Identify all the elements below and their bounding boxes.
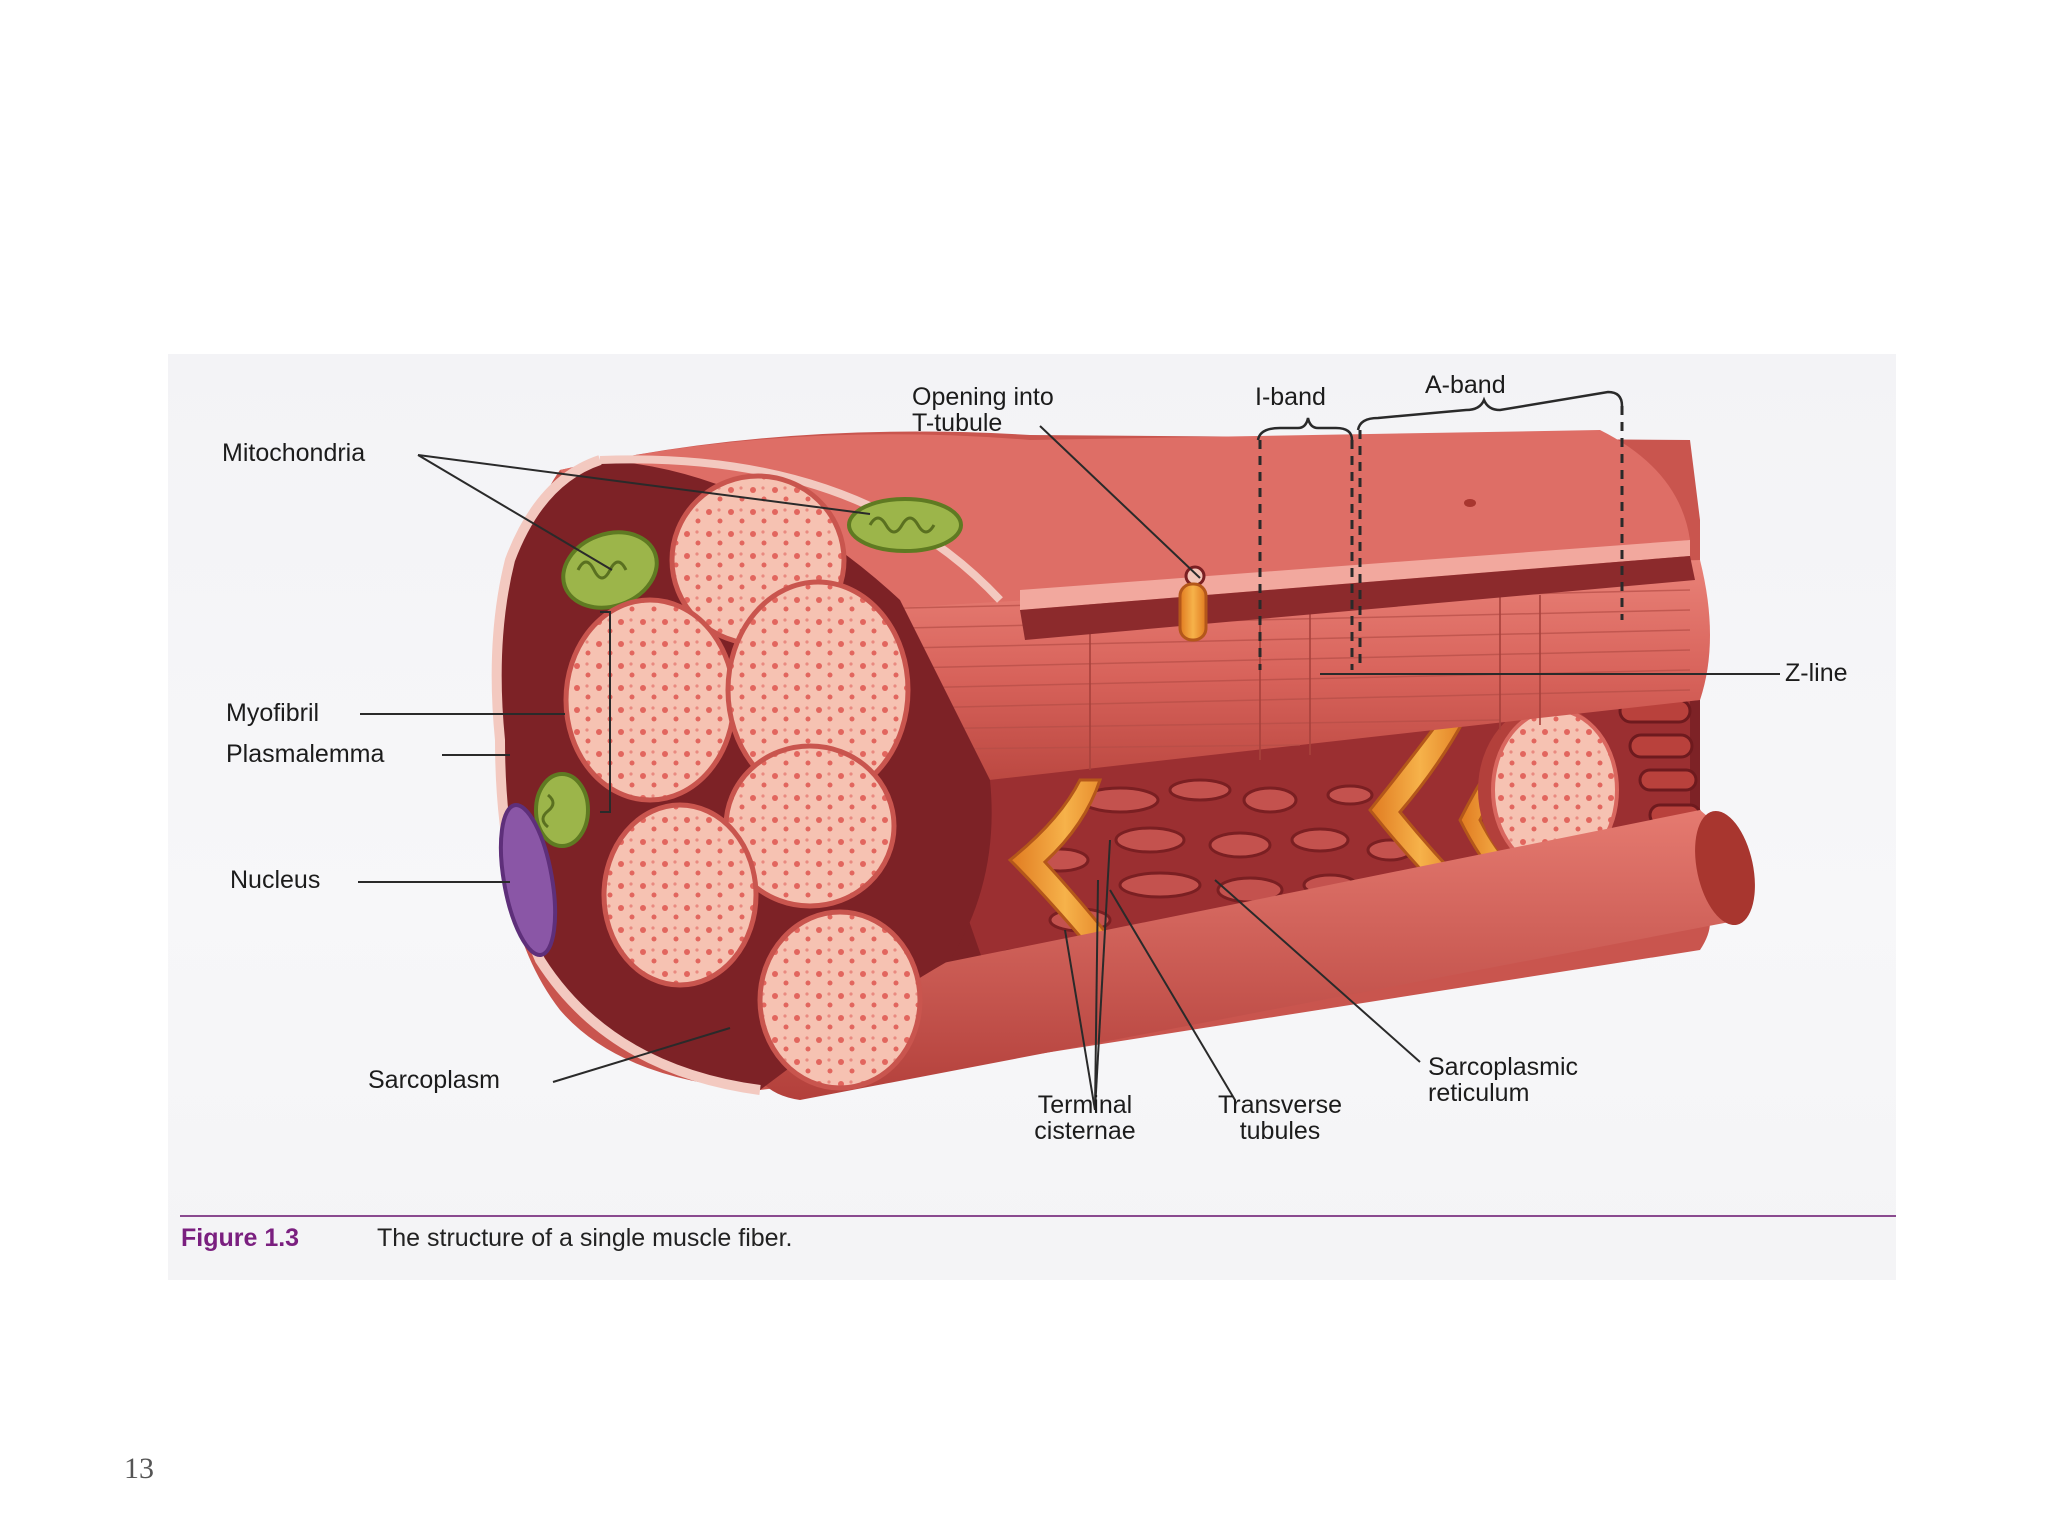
label-opening-into-t-tubule-line2: T-tubule — [912, 409, 1003, 437]
myofibril-cross-sections — [563, 473, 923, 1091]
label-opening-into-t-tubule-line1: Opening into — [912, 383, 1054, 411]
label-sarcoplasm: Sarcoplasm — [368, 1066, 500, 1094]
label-terminal-cisternae-line1: Terminal — [1037, 1091, 1133, 1119]
label-sarcoplasmic-reticulum-line1: Sarcoplasmic — [1428, 1053, 1579, 1081]
label-a-band: A-band — [1425, 371, 1506, 399]
mitochondria-group — [534, 497, 963, 848]
figure-number: Figure 1.3 — [181, 1224, 300, 1252]
leader-lines — [358, 425, 1780, 1111]
nucleus-shape — [498, 803, 558, 957]
label-transverse-tubules-line2: tubules — [1239, 1117, 1321, 1145]
label-plasmalemma: Plasmalemma — [226, 740, 385, 768]
label-terminal-cisternae-line2: cisternae — [1034, 1117, 1136, 1145]
band-dashed-lines — [1258, 406, 1624, 670]
figure-caption: The structure of a single muscle fiber. — [377, 1224, 793, 1252]
page-number: 13 — [124, 1452, 154, 1485]
label-myofibril: Myofibril — [226, 699, 320, 727]
label-z-line: Z-line — [1785, 659, 1848, 687]
label-sarcoplasmic-reticulum-line2: reticulum — [1428, 1079, 1530, 1107]
label-transverse-tubules-line1: Transverse — [1217, 1091, 1343, 1119]
caption-rule — [180, 1215, 1896, 1217]
bottom-tube — [751, 810, 1755, 1100]
band-brackets — [1256, 390, 1624, 441]
label-i-band: I-band — [1255, 383, 1326, 411]
t-tubule-opening — [1178, 582, 1208, 642]
label-mitochondria: Mitochondria — [222, 439, 366, 467]
label-nucleus: Nucleus — [230, 866, 321, 894]
myofibril-right — [1478, 704, 1619, 876]
